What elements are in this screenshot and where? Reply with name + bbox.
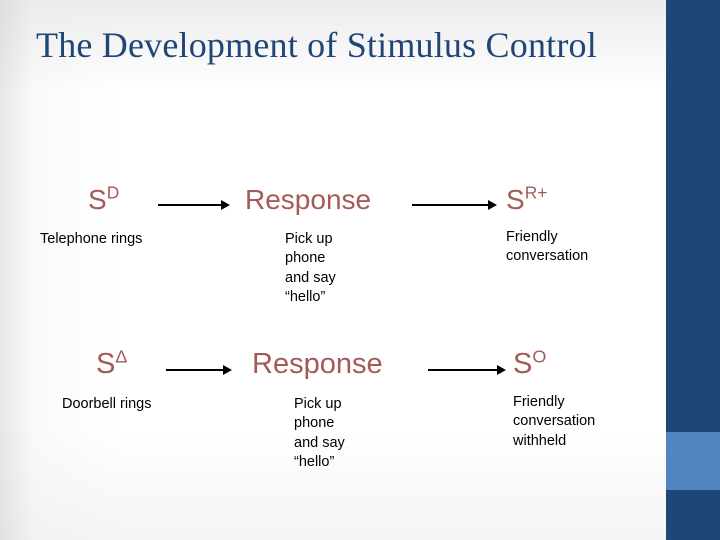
stage-label: SΔ — [96, 347, 220, 380]
stage-antecedent: SΔ Doorbell rings — [40, 347, 220, 414]
stage-label-base: S — [96, 348, 116, 380]
stage-description: Pick up phone and say “hello” — [294, 396, 345, 470]
stage-label-superscript: R+ — [524, 182, 548, 203]
arrow-head — [223, 365, 232, 375]
arrow-right-icon — [412, 199, 497, 211]
contingency-diagram: SD Telephone rings Response Pick up phon… — [40, 182, 668, 472]
stage-label: SO — [513, 347, 668, 380]
stage-consequence: SR+ Friendly conversation — [506, 182, 656, 267]
arrow-head — [497, 365, 506, 375]
stage-description: Friendly conversation withheld — [513, 394, 596, 449]
stage-response: Response Pick up phone and say “hello” — [252, 350, 427, 472]
stage-label-base: S — [88, 184, 107, 215]
stage-label: Response — [252, 350, 427, 379]
arrow-shaft — [166, 369, 223, 371]
stage-description: Telephone rings — [40, 231, 143, 247]
stage-label-base: Response — [252, 348, 383, 380]
stage-label: SD — [88, 182, 215, 215]
arrow-right-icon — [166, 364, 232, 376]
stage-consequence: SO Friendly conversation withheld — [513, 347, 668, 451]
arrow-head — [488, 200, 497, 210]
stage-label-superscript: O — [532, 346, 547, 367]
stage-label-superscript: Δ — [115, 346, 128, 367]
arrow-right-icon — [428, 364, 506, 376]
arrow-right-icon — [158, 199, 230, 211]
stage-description: Pick up phone and say “hello” — [285, 231, 336, 305]
arrow-shaft — [428, 369, 497, 371]
stage-description: Doorbell rings — [62, 396, 152, 412]
stage-label-base: S — [513, 348, 533, 380]
arrow-head — [221, 200, 230, 210]
stage-label-base: Response — [245, 184, 372, 215]
slide-title: The Development of Stimulus Control — [36, 25, 597, 65]
stage-label-base: S — [506, 184, 525, 215]
stage-antecedent: SD Telephone rings — [40, 182, 215, 249]
arrow-shaft — [412, 204, 488, 206]
stage-label: SR+ — [506, 182, 656, 215]
stage-label-superscript: D — [106, 182, 120, 203]
stage-label: Response — [245, 186, 415, 214]
arrow-shaft — [158, 204, 221, 206]
stage-response: Response Pick up phone and say “hello” — [245, 186, 415, 307]
right-accent-block — [666, 432, 720, 490]
stage-description: Friendly conversation — [506, 229, 589, 265]
